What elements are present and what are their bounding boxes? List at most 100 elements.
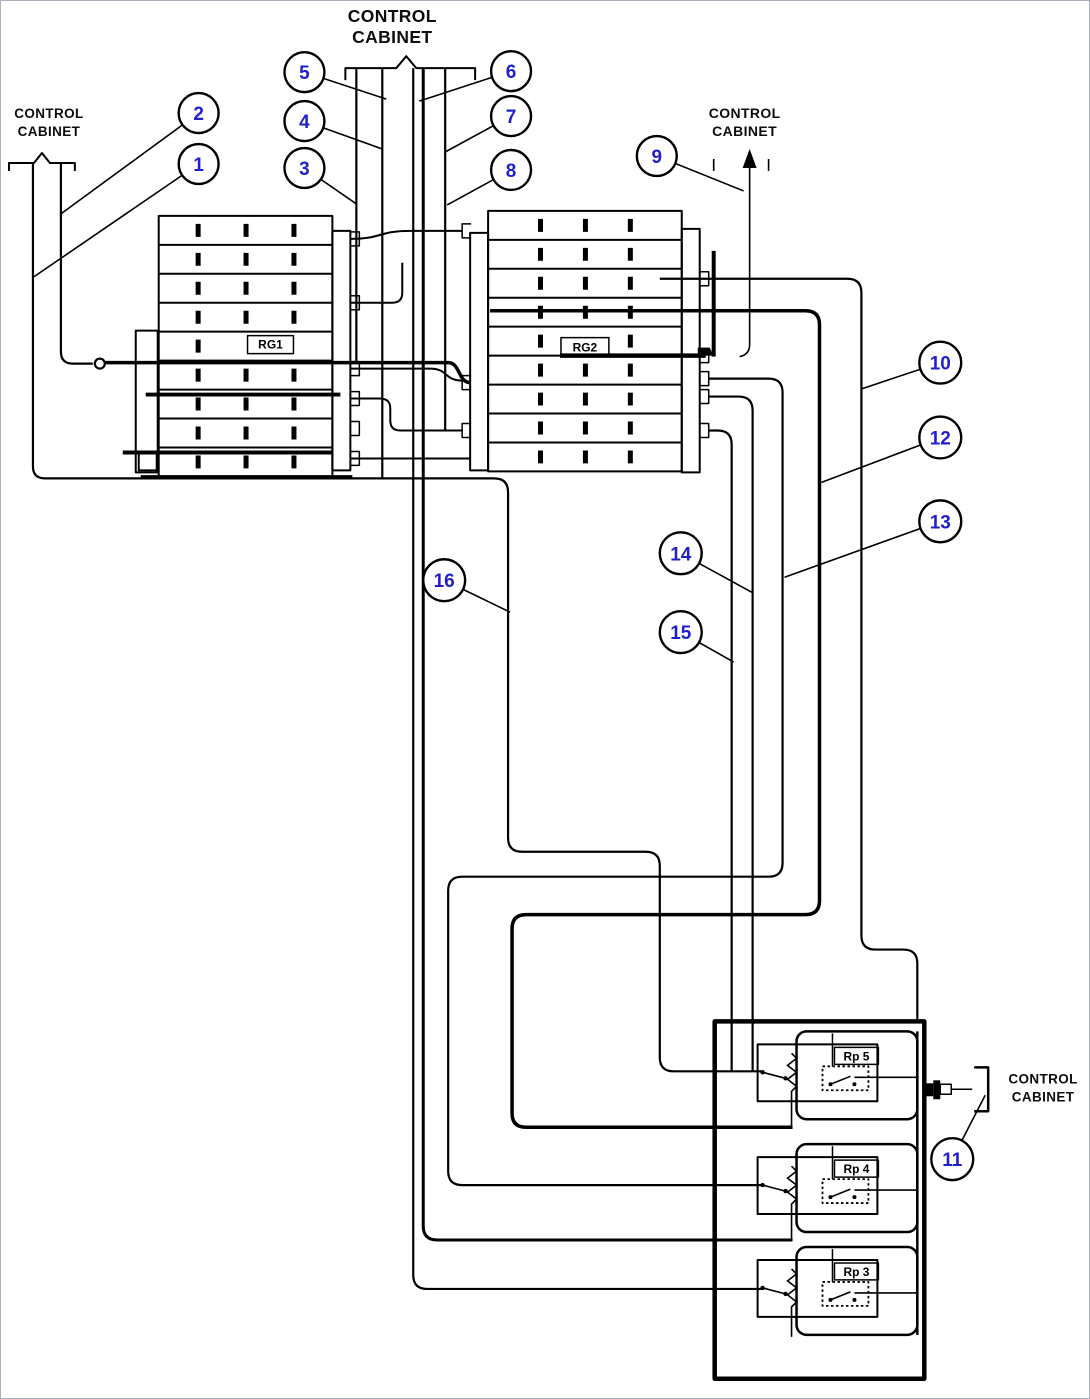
- label-line: CONTROL: [348, 6, 437, 26]
- callout-15-number: 15: [670, 623, 692, 644]
- terminal-ring: [93, 357, 106, 370]
- contact-dot: [760, 1182, 765, 1188]
- callout-9: 9: [635, 134, 744, 192]
- callout-7-number: 7: [506, 107, 517, 128]
- trunk-bracket: [344, 55, 477, 81]
- label-line: CONTROL: [709, 105, 781, 121]
- label-line: CABINET: [1012, 1089, 1075, 1104]
- relay-panel-outline: [712, 1019, 927, 1381]
- callout-7: 7: [444, 94, 533, 153]
- callout-1-circle: [177, 142, 220, 186]
- callout-14: 14: [658, 531, 753, 593]
- rg1-right-plate: [331, 229, 352, 472]
- callout-11: 11: [930, 1094, 986, 1182]
- cable-run-right-bus: [659, 277, 919, 1022]
- control-cabinet-label-top-left: CONTROL CABINET: [14, 106, 83, 139]
- switch-arm: [762, 1071, 786, 1080]
- arrow-line: [739, 166, 751, 358]
- contact-dot: [760, 1285, 765, 1291]
- resistor-grid-rg2: RG2: [461, 209, 716, 474]
- callout-10-circle: [918, 340, 963, 385]
- rg2-label: RG2: [573, 341, 598, 355]
- cable-run-to-relay-input4: [421, 68, 793, 1242]
- label-line: CONTROL: [1008, 1071, 1077, 1086]
- callout-7-circle: [489, 94, 533, 138]
- callout-2-number: 2: [193, 104, 204, 125]
- callout-10-number: 10: [930, 354, 951, 375]
- module-outer: [795, 1245, 919, 1337]
- contact-dot: [852, 1082, 857, 1087]
- callout-9-number: 9: [652, 147, 663, 168]
- relay-label: Rp 5: [843, 1049, 869, 1063]
- module-inner: [756, 1043, 879, 1103]
- module-inner: [756, 1258, 879, 1318]
- callout-8: 8: [446, 148, 533, 206]
- resistor-zigzag: [786, 1052, 798, 1128]
- control-cabinet-label-top-right: CONTROL CABINET: [709, 105, 781, 139]
- contact-dot: [828, 1082, 833, 1087]
- callout-4-circle: [283, 99, 326, 143]
- relay-panel: Rp 5 Rp 4: [712, 1019, 990, 1381]
- left-cabinet-cable-a: [59, 162, 93, 365]
- callout-15-circle: [658, 609, 703, 655]
- callout-16-number: 16: [434, 571, 455, 592]
- cable-run-to-relay-input1: [31, 162, 764, 1073]
- callout-3: 3: [283, 146, 357, 205]
- control-cabinet-label-top-center: CONTROL CABINET: [348, 6, 437, 47]
- control-cabinet-label-bottom-right: CONTROL CABINET: [1008, 1071, 1077, 1104]
- resistor-zigzag: [786, 1268, 798, 1337]
- resistor-zigzag: [786, 1165, 798, 1241]
- contact-dot: [852, 1195, 857, 1200]
- callout-13-leader: [784, 520, 941, 578]
- callout-2-circle: [177, 91, 220, 135]
- callout-2: 2: [60, 91, 220, 215]
- coil-contact: [830, 1291, 918, 1301]
- callout-12: 12: [821, 415, 963, 484]
- callout-13-circle: [918, 499, 963, 544]
- cable-run-to-relay-input3: [447, 377, 784, 1187]
- callout-6-number: 6: [506, 62, 517, 83]
- cable-run-to-relay-input2: [490, 308, 822, 1129]
- callout-2-leader: [60, 112, 200, 215]
- callout-6-circle: [489, 49, 533, 93]
- rg2-lug: [697, 347, 714, 356]
- module-label-box: [833, 1159, 880, 1178]
- label-line: CABINET: [712, 123, 777, 139]
- label-line: CONTROL: [14, 106, 83, 121]
- grid-jumper-2: [350, 262, 404, 304]
- rg1-left-foot: [137, 451, 158, 472]
- rg2-right-plate: [680, 227, 701, 474]
- switch-arm: [762, 1287, 786, 1295]
- grid1-feed-bus: [104, 360, 471, 385]
- callout-4-number: 4: [299, 112, 310, 133]
- module-label-box: [833, 1046, 880, 1066]
- callout-6: 6: [418, 49, 533, 102]
- rg2-label-box: [560, 336, 610, 358]
- module-label-box: [833, 1262, 880, 1281]
- arrow-head: [742, 149, 757, 168]
- coil-contact: [830, 1075, 918, 1086]
- cable-run-panel-top-a: [708, 395, 754, 1072]
- callout-5: 5: [283, 50, 387, 100]
- connector-body: [933, 1080, 941, 1100]
- callout-16: 16: [422, 558, 511, 613]
- left-cabinet-bracket: [7, 152, 76, 171]
- callout-1: 1: [33, 142, 220, 278]
- rg1-terminal-bumps: [350, 231, 361, 467]
- connector-tip: [939, 1083, 953, 1096]
- grid-jumper-4: [350, 397, 463, 432]
- rg1-left-panel: [134, 329, 159, 474]
- connector-body: [924, 1083, 934, 1097]
- callout-14-circle: [658, 531, 703, 576]
- relay-label: Rp 4: [843, 1162, 869, 1176]
- resistor-grid-rg1: RG1: [122, 214, 361, 478]
- module-inner: [756, 1156, 879, 1216]
- relay-module-rp3: Rp 3: [756, 1245, 919, 1337]
- label-line: CABINET: [352, 27, 432, 47]
- callout-4: 4: [283, 99, 383, 150]
- contact-dot: [852, 1297, 857, 1302]
- module-outer: [795, 1142, 919, 1234]
- label-line: CABINET: [18, 124, 81, 139]
